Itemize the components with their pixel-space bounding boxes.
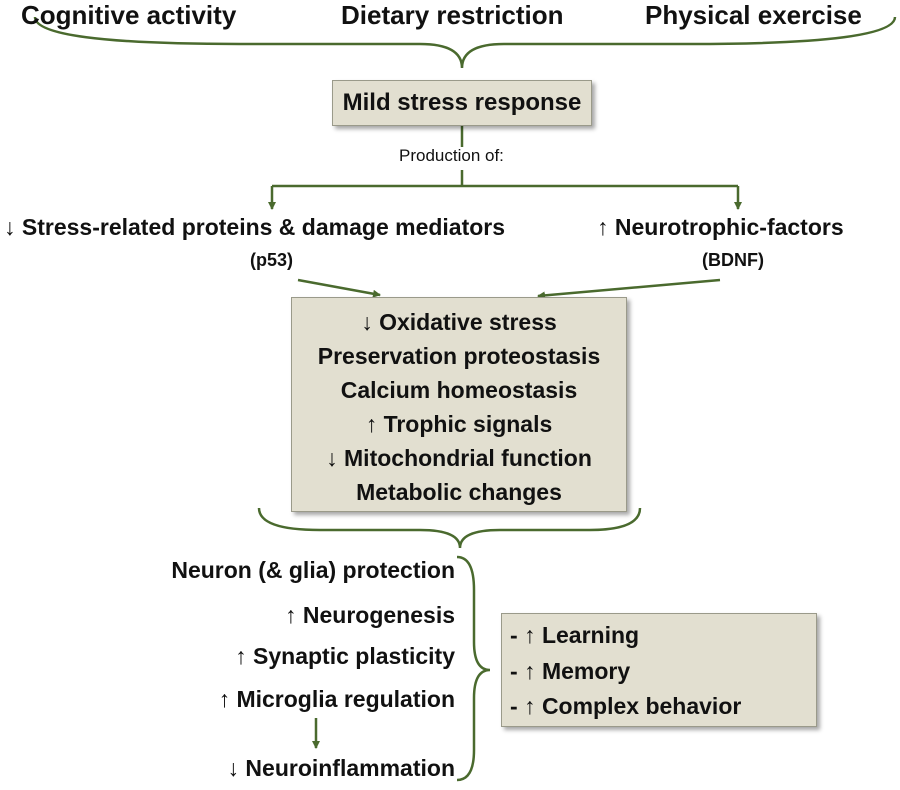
right-branch-title: ↑ Neurotrophic-factors [597,214,844,240]
input-physical-exercise: Physical exercise [645,0,862,30]
outcome-2: - ↑ Memory [510,658,631,684]
right-converge-arrow [537,278,721,300]
input-dietary-restriction: Dietary restriction [341,0,564,30]
right-branch-sub: (BDNF) [702,250,764,270]
effect-2: ↑ Neurogenesis [285,602,455,628]
mechanism-5: ↓ Mitochondrial function [326,445,592,471]
outcome-1: - ↑ Learning [510,622,640,648]
mechanism-1: ↓ Oxidative stress [361,309,557,335]
right-brace [456,555,491,782]
input-cognitive-activity: Cognitive activity [21,0,237,30]
top-brace [33,16,897,69]
outcomes-box: - ↑ Learning - ↑ Memory - ↑ Complex beha… [501,613,817,727]
outcome-3: - ↑ Complex behavior [510,693,742,719]
stress-response-box: Mild stress response [332,80,592,126]
left-branch-sub: (p53) [250,250,294,270]
effect-1: Neuron (& glia) protection [171,557,455,583]
stress-response-label: Mild stress response [342,89,582,116]
mechanisms-box: ↓ Oxidative stress Preservation proteost… [291,297,627,512]
effect-4: ↑ Microglia regulation [218,686,455,712]
mechanism-6: Metabolic changes [356,479,562,505]
left-converge-arrow [297,278,381,298]
effect-3: ↑ Synaptic plasticity [235,643,455,669]
split-connector [272,126,738,188]
mechanism-4: ↑ Trophic signals [365,411,553,437]
mechanism-3: Calcium homeostasis [340,377,578,403]
production-label: Production of: [399,146,504,165]
mechanism-2: Preservation proteostasis [317,343,601,369]
middle-brace [257,507,642,549]
left-branch-title: ↓ Stress-related proteins & damage media… [4,214,506,240]
effect-5: ↓ Neuroinflammation [227,755,455,781]
